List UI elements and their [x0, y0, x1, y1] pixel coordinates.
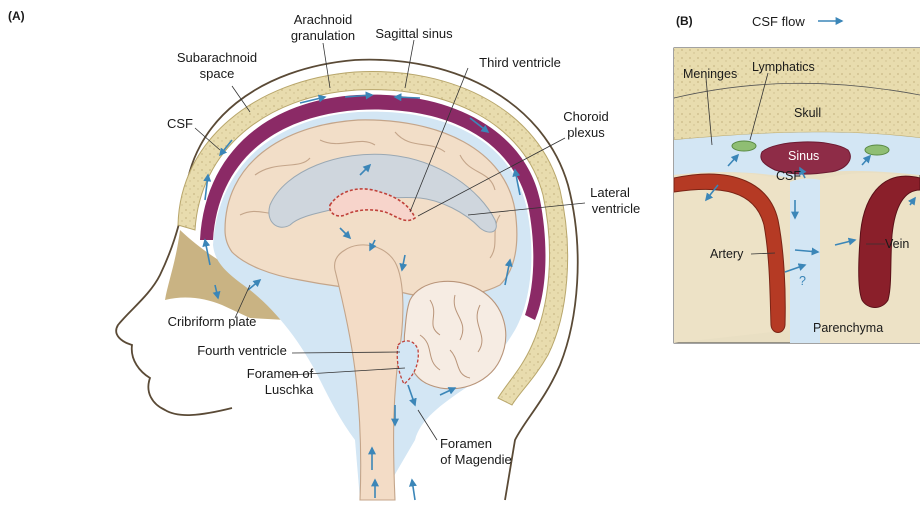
label-parenchyma: Parenchyma — [813, 321, 883, 335]
label-magendie-2: of Magendie — [440, 452, 512, 467]
label-magendie-1: Foramen — [440, 436, 492, 451]
label-subarachnoid-2: space — [200, 66, 235, 81]
label-lateral-2: ventricle — [592, 201, 640, 216]
lymphatic-left — [732, 141, 756, 151]
label-arachnoid-granulation-1: Arachnoid — [294, 12, 353, 27]
label-luschka-2: Luschka — [265, 382, 314, 397]
label-sagittal-sinus: Sagittal sinus — [375, 26, 453, 41]
label-sinus: Sinus — [788, 149, 819, 163]
label-skull: Skull — [794, 106, 821, 120]
label-csf-b: CSF — [776, 169, 801, 183]
legend-csf-flow: CSF flow — [752, 14, 805, 29]
label-third-ventricle: Third ventricle — [479, 55, 561, 70]
label-cribriform-plate: Cribriform plate — [168, 314, 257, 329]
label-subarachnoid-1: Subarachnoid — [177, 50, 257, 65]
label-lymphatics: Lymphatics — [752, 60, 815, 74]
panel-b: (B) CSF flow — [674, 14, 920, 343]
label-choroid-1: Choroid — [563, 109, 609, 124]
lymphatic-right — [865, 145, 889, 155]
panel-a: (A) — [8, 9, 640, 500]
label-question: ? — [799, 274, 806, 288]
label-vein: Vein — [885, 237, 909, 251]
label-csf-a: CSF — [167, 116, 193, 131]
label-arachnoid-granulation-2: granulation — [291, 28, 355, 43]
label-luschka-1: Foramen of — [247, 366, 314, 381]
label-fourth-ventricle: Fourth ventricle — [197, 343, 287, 358]
panel-a-tag: (A) — [8, 9, 25, 23]
label-lateral-1: Lateral — [590, 185, 630, 200]
label-choroid-2: plexus — [567, 125, 605, 140]
cerebellum — [404, 281, 505, 389]
label-meninges: Meninges — [683, 67, 737, 81]
label-artery: Artery — [710, 247, 744, 261]
panel-b-tag: (B) — [676, 14, 693, 28]
